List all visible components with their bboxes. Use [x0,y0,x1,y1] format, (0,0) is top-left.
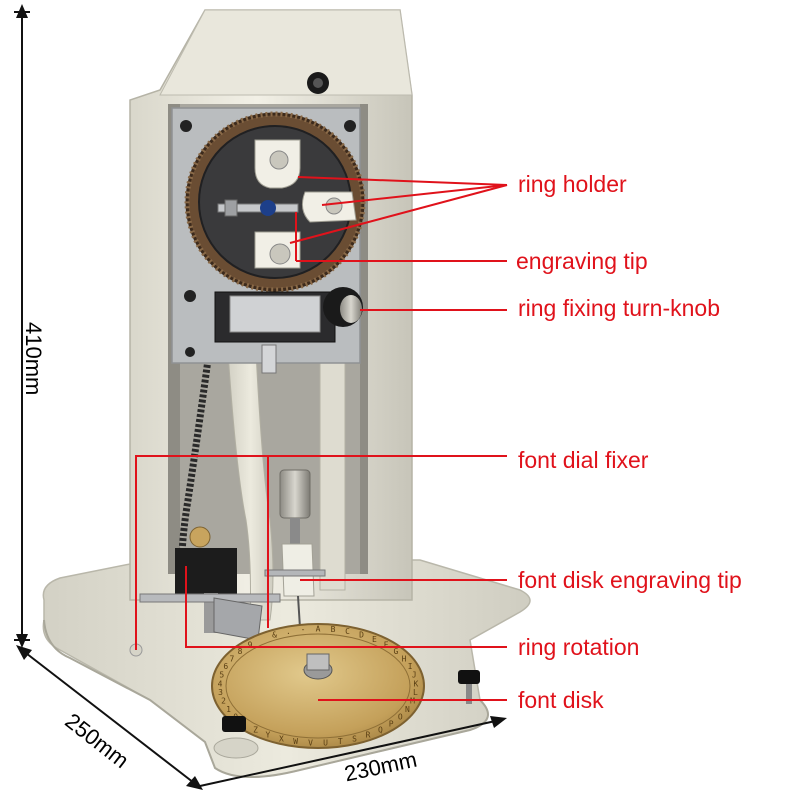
label-ring-fixing-turn-knob: ring fixing turn-knob [518,295,720,321]
disk-glyph: 5 [219,671,224,680]
font-disk-glyphs: ABCDEFGHIJKLMNOPQRSTUVWXYZ0123456789&.- [218,625,419,748]
cross-rod [264,569,326,577]
callout-ring-holder-1 [297,176,508,186]
foot-right [458,670,480,684]
rear-post [319,349,346,591]
foot-left [222,716,246,732]
disk-glyph: D [359,630,364,639]
disk-glyph: 9 [248,640,253,649]
ring-rotation-block [175,548,237,594]
disk-glyph: A [316,625,321,634]
disk-glyph: P [389,719,394,728]
disk-glyph: 8 [238,647,243,656]
knurled-knob [279,469,311,519]
disk-glyph: Q [378,726,383,735]
disk-glyph: 4 [218,679,223,688]
disk-glyph: O [398,713,403,722]
disk-glyph: H [402,654,407,663]
disk-glyph: 1 [226,705,231,714]
dimension-height: 410mm [21,322,46,396]
stylus-needle [297,595,301,629]
disk-glyph: T [338,737,343,746]
disk-glyph: I [408,662,413,671]
callout-ring-rotation [185,566,507,648]
font-disk [211,623,425,749]
disk-glyph: Z [253,726,258,735]
disk-glyph: N [405,705,410,714]
label-engraving-tip: engraving tip [516,248,648,274]
disk-glyph: V [308,738,313,747]
dim-width-line [199,719,501,787]
disk-glyph: X [279,734,284,743]
disk-glyph: 3 [218,688,223,697]
dim-depth-line [21,649,199,787]
disk-glyph: F [384,640,389,649]
label-font-disk: font disk [518,687,604,713]
callout-ring-holder-2 [321,184,508,206]
disk-glyph: K [413,679,418,688]
disk-glyph: - [301,625,306,634]
disk-glyph: U [323,738,328,747]
engraving-tip-shaft [217,203,299,213]
disk-glyph: 6 [223,662,228,671]
label-ring-rotation: ring rotation [518,634,640,660]
disk-glyph: J [412,671,417,680]
callout-ring-holder-3 [289,184,508,244]
callout-font-dial-fixer [135,455,507,650]
disk-glyph: L [413,688,418,697]
disk-glyph: E [372,635,377,644]
disk-glyph: . [286,627,291,636]
disk-glyph: 7 [229,654,234,663]
column-top-cap [159,9,413,96]
disk-glyph: M [410,697,415,706]
disk-glyph: W [293,737,298,746]
disk-glyph: C [345,627,350,636]
label-ring-holder: ring holder [518,171,627,197]
disk-glyph: & [272,630,277,639]
disk-glyph: Y [265,731,270,740]
disk-glyph: S [352,734,357,743]
fixer-rod [139,593,281,603]
disk-glyph: 2 [221,697,226,706]
disk-glyph: B [331,625,336,634]
disk-glyph: R [366,731,371,740]
disk-glyph: G [393,647,398,656]
label-font-dial-fixer: font dial fixer [518,447,649,473]
label-font-disk-engraving-tip: font disk engraving tip [518,567,742,593]
base-foot-left [213,737,259,759]
